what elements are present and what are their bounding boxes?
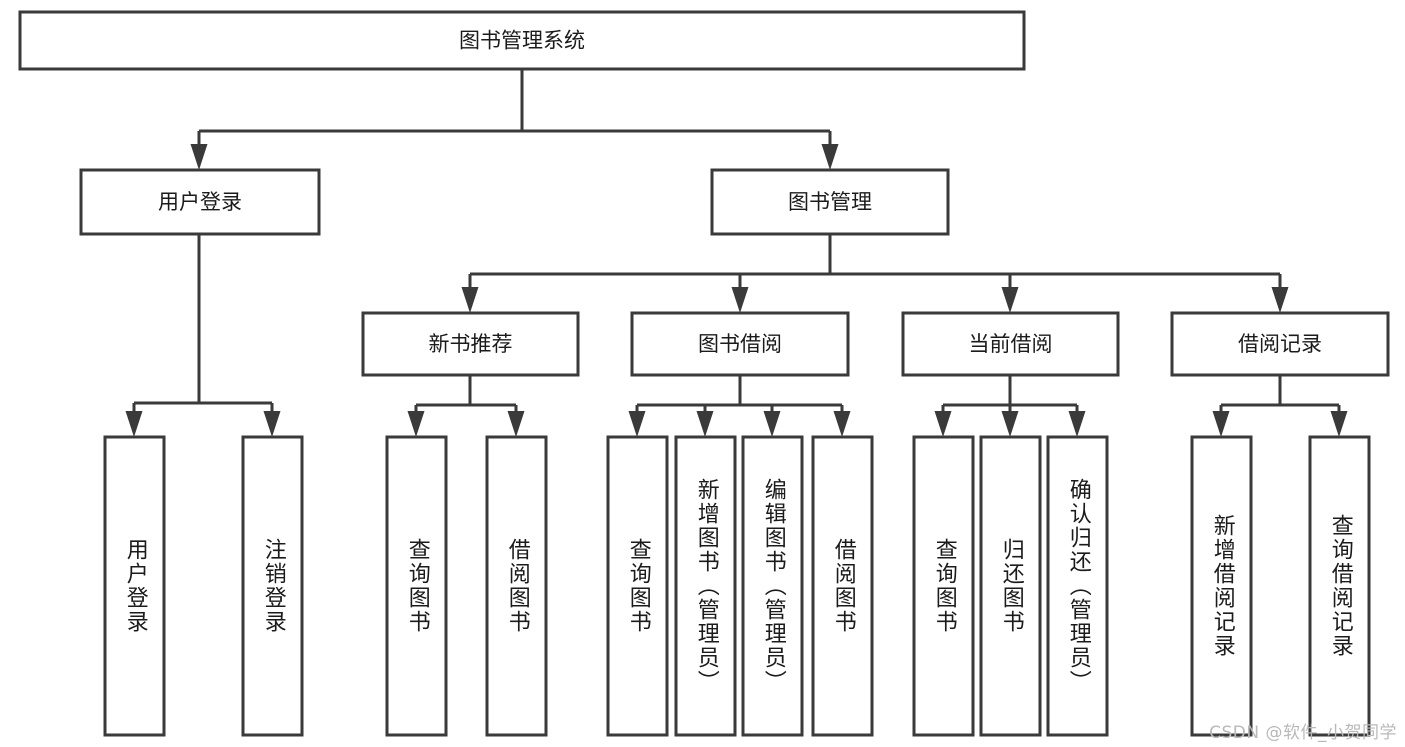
connector-arrowhead [1001, 287, 1019, 313]
connector-layer [125, 69, 1348, 437]
node-box-leaf-query-book-current[interactable] [912, 435, 975, 737]
node-box-leaf-add-book[interactable] [674, 435, 737, 737]
node-box-root[interactable] [18, 10, 1026, 71]
connector-arrowhead [696, 411, 714, 437]
connector-book-borrow [628, 375, 851, 437]
connector-root [190, 69, 839, 170]
node-label-book-manage: 图书管理 [788, 190, 872, 214]
node-label-borrow-record: 借阅记录 [1238, 332, 1322, 356]
connector-arrowhead [763, 411, 781, 437]
connector-borrow-record [1212, 375, 1348, 437]
node-label-book-borrow: 图书借阅 [698, 332, 782, 356]
connector-arrowhead [1001, 411, 1019, 437]
connector-arrowhead [934, 411, 952, 437]
connector-arrowhead [461, 287, 479, 313]
connector-current-borrow [934, 375, 1086, 437]
node-box-leaf-add-borrow-record[interactable] [1190, 435, 1253, 737]
node-box-leaf-borrow-book[interactable] [811, 435, 874, 737]
connector-book-manage [461, 234, 1289, 313]
connector-user-login [125, 234, 281, 437]
connector-arrowhead [731, 287, 749, 313]
node-box-book-manage[interactable] [710, 168, 950, 236]
watermark-text: CSDN @软件_小贺同学 [1209, 723, 1397, 743]
connector-arrowhead [407, 411, 425, 437]
node-box-leaf-logout[interactable] [241, 435, 304, 737]
connector-arrowhead [1271, 287, 1289, 313]
node-box-layer [18, 10, 1390, 737]
node-box-leaf-return-book[interactable] [979, 435, 1042, 737]
node-label-user-login: 用户登录 [158, 190, 242, 214]
node-label-root: 图书管理系统 [459, 29, 585, 53]
node-label-new-book-recommend: 新书推荐 [429, 332, 513, 356]
connector-new-book-recommend [407, 375, 525, 437]
node-box-new-book-recommend[interactable] [361, 311, 580, 377]
node-box-current-borrow[interactable] [901, 311, 1120, 377]
node-label-current-borrow: 当前借阅 [969, 332, 1053, 356]
connector-arrowhead [125, 411, 143, 437]
connector-arrowhead [1330, 411, 1348, 437]
node-box-leaf-user-login[interactable] [103, 435, 166, 737]
node-box-leaf-edit-book[interactable] [741, 435, 804, 737]
node-box-borrow-record[interactable] [1170, 311, 1390, 377]
connector-arrowhead [263, 411, 281, 437]
connector-arrowhead [821, 144, 839, 170]
connector-arrowhead [833, 411, 851, 437]
node-box-leaf-query-book-new[interactable] [385, 435, 448, 737]
connector-arrowhead [1068, 411, 1086, 437]
connector-arrowhead [628, 411, 646, 437]
node-box-book-borrow[interactable] [630, 311, 850, 377]
node-box-leaf-query-borrow-record[interactable] [1308, 435, 1371, 737]
node-box-leaf-borrow-book-new[interactable] [485, 435, 548, 737]
node-box-leaf-query-book-borrow[interactable] [606, 435, 669, 737]
node-box-leaf-confirm-return[interactable] [1046, 435, 1109, 737]
node-box-user-login[interactable] [79, 168, 321, 236]
connector-arrowhead [507, 411, 525, 437]
connector-arrowhead [1212, 411, 1230, 437]
connector-arrowhead [190, 144, 208, 170]
